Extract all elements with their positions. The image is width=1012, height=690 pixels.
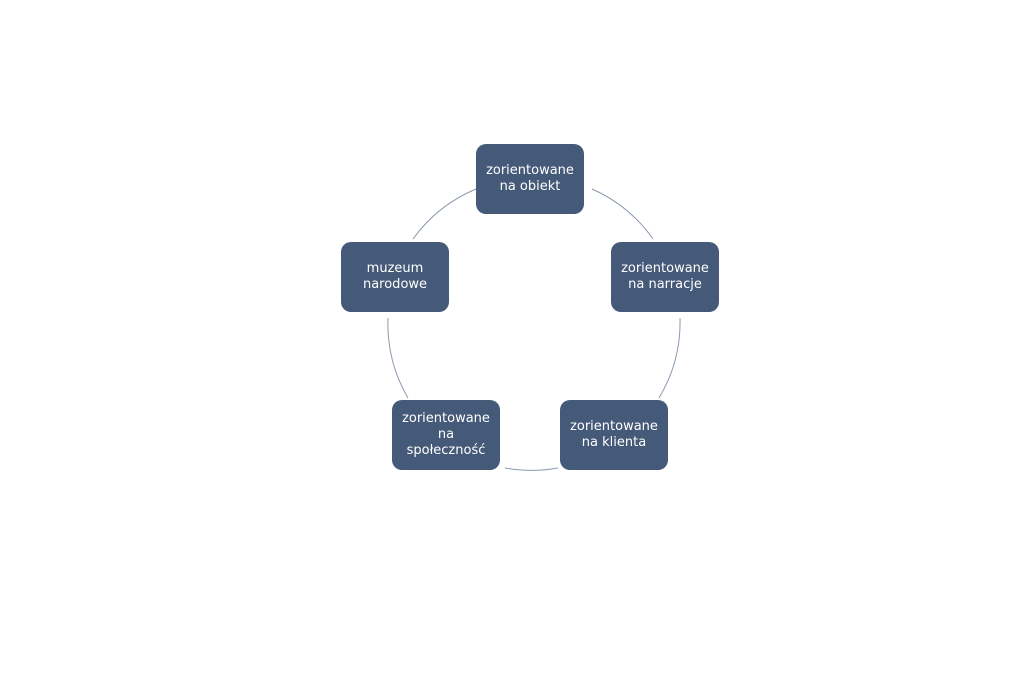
node-national-museum: muzeum narodowe xyxy=(341,242,449,312)
node-label: zorientowane na narracje xyxy=(621,261,709,292)
node-client-oriented: zorientowane na klienta xyxy=(560,400,668,470)
node-object-oriented: zorientowane na obiekt xyxy=(476,144,584,214)
node-label: zorientowane na klienta xyxy=(570,419,658,450)
connector-left-top xyxy=(412,188,477,240)
connector-bottomleft-left xyxy=(387,317,409,399)
node-community-oriented: zorientowane na społeczność xyxy=(392,400,500,470)
connector-top-right xyxy=(591,188,654,240)
node-label: muzeum narodowe xyxy=(362,261,428,292)
connector-right-bottomright xyxy=(658,317,681,399)
node-narrative-oriented: zorientowane na narracje xyxy=(611,242,719,312)
connector-bottom xyxy=(504,467,559,471)
node-label: zorientowane na obiekt xyxy=(486,163,574,194)
node-label: zorientowane na społeczność xyxy=(402,411,490,458)
